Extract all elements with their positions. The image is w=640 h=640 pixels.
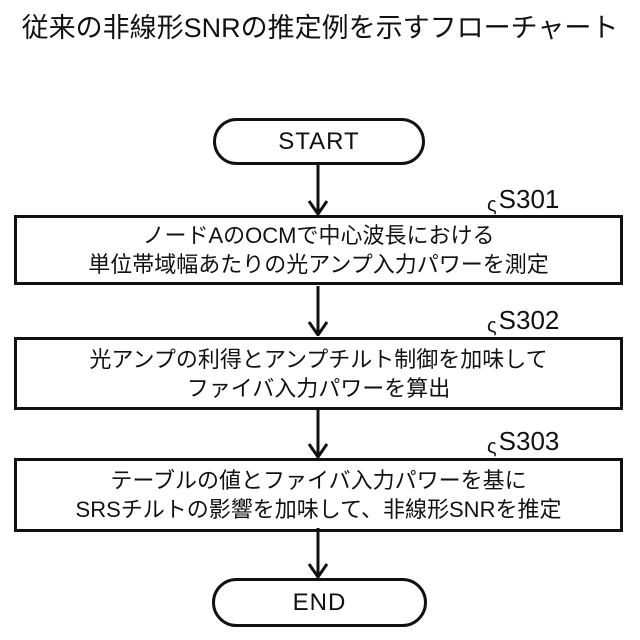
step-id: S302 bbox=[498, 305, 560, 335]
leader-curve-icon: ς bbox=[487, 194, 497, 216]
process-box-s302: 光アンプの利得とアンプチルト制御を加味して ファイバ入力パワーを算出 bbox=[14, 337, 623, 410]
end-node: END bbox=[212, 578, 427, 627]
step-id: S303 bbox=[498, 426, 560, 456]
start-node: START bbox=[213, 118, 425, 165]
step-label-s302: ςS302 bbox=[487, 305, 559, 338]
process-text-line: ファイバ入力パワーを算出 bbox=[186, 375, 451, 401]
step-label-s303: ςS303 bbox=[487, 426, 559, 459]
process-box-s303: テーブルの値とファイバ入力パワーを基に SRSチルトの影響を加味して、非線形SN… bbox=[14, 458, 623, 532]
process-box-s301: ノードAのOCMで中心波長における 単位帯域幅あたりの光アンプ入力パワーを測定 bbox=[14, 215, 623, 285]
step-label-s301: ςS301 bbox=[487, 184, 559, 217]
page-title: 従来の非線形SNRの推定例を示すフローチャート bbox=[21, 13, 619, 43]
leader-curve-icon: ς bbox=[487, 436, 497, 458]
start-label: START bbox=[278, 127, 360, 155]
process-text-line: 光アンプの利得とアンプチルト制御を加味して bbox=[89, 346, 548, 372]
process-text-line: テーブルの値とファイバ入力パワーを基に bbox=[110, 468, 527, 493]
arrow-down-icon bbox=[307, 286, 329, 336]
arrow-down-icon bbox=[307, 165, 329, 215]
process-text-line: SRSチルトの影響を加味して、非線形SNRを推定 bbox=[75, 497, 562, 522]
arrow-down-icon bbox=[307, 408, 329, 458]
process-text-line: ノードAのOCMで中心波長における bbox=[142, 223, 495, 248]
end-label: END bbox=[292, 588, 347, 616]
process-text-line: 単位帯域幅あたりの光アンプ入力パワーを測定 bbox=[88, 252, 549, 277]
arrow-down-icon bbox=[307, 528, 329, 578]
leader-curve-icon: ς bbox=[487, 315, 497, 337]
step-id: S301 bbox=[498, 184, 560, 214]
